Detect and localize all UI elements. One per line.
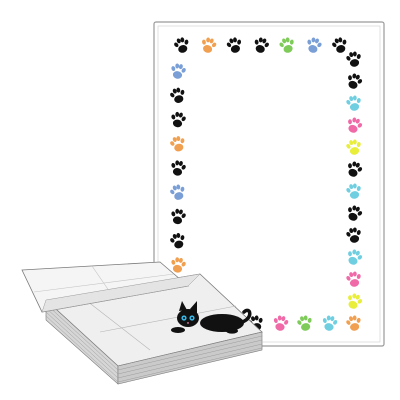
black-cat bbox=[171, 301, 252, 334]
cat-ear-right bbox=[190, 301, 197, 313]
cat-ear-left bbox=[179, 301, 187, 311]
cat-head bbox=[177, 309, 199, 327]
folded-paper-stack bbox=[21, 261, 263, 385]
cat-paw-back bbox=[226, 328, 238, 334]
cat-tail bbox=[240, 308, 252, 324]
cat-paw-front bbox=[171, 327, 185, 333]
stationery-sheet bbox=[153, 21, 385, 347]
cat-body bbox=[200, 314, 244, 332]
